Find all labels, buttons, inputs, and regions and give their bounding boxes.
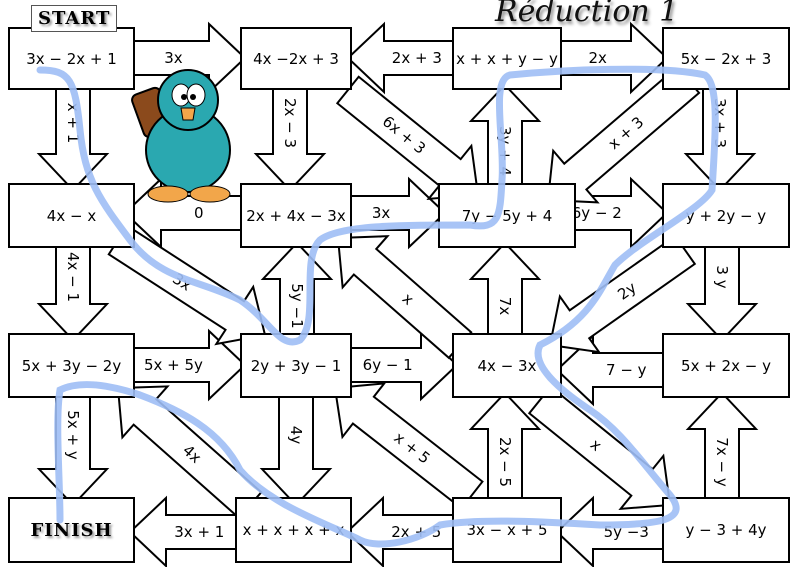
arrow-label: x + 1 <box>64 102 82 144</box>
expression-box: 5x + 3y − 2y <box>8 333 135 398</box>
arrow-label: 3x + 1 <box>174 523 225 541</box>
finish-label: FINISH <box>30 519 113 541</box>
arrow-label: 2x − 5 <box>496 436 514 487</box>
expression-box: 5x + 2x − y <box>662 333 790 398</box>
expression-box: 2y + 3y − 1 <box>240 333 352 398</box>
arrow-label: 5y −1 <box>288 283 306 330</box>
arrow-label: 6y − 1 <box>362 356 413 374</box>
expression-box: 4x −2x + 3 <box>240 27 352 90</box>
arrow-label: 7x − y <box>713 437 731 487</box>
arrow-label: 0 <box>194 204 204 222</box>
arrow-label: 6y − 2 <box>571 204 622 222</box>
arrow-label: 5y −3 <box>603 523 649 541</box>
arrow-label: 3x <box>371 204 391 222</box>
expression-box: y − 3 + 4y <box>662 497 790 563</box>
arrow-label: 7x <box>496 296 514 315</box>
arrow-label: 3x + 3 <box>711 97 729 148</box>
arrow-label: 2x − 3 <box>281 97 299 148</box>
start-label: START <box>31 5 118 32</box>
expression-box: 4x − 3x <box>452 333 562 398</box>
expression-box: 3x − 2x + 1 <box>8 27 135 90</box>
expression-box: 3x − x + 5 <box>452 497 562 563</box>
finish-box: FINISH <box>8 497 135 563</box>
worksheet-title: Réduction 1 <box>495 0 679 29</box>
expression-box: x + x + x + x <box>235 497 352 563</box>
expression-box: 7y − 5y + 4 <box>438 183 576 248</box>
arrow-label: 5x + y <box>64 410 82 460</box>
arrow-label: 2x <box>588 49 607 67</box>
arrow-label: 2x + 5 <box>391 523 442 541</box>
arrow-31 <box>527 385 672 511</box>
arrow-22 <box>685 242 759 342</box>
arrow-2 <box>556 21 669 95</box>
expression-box: 5x − 2x + 3 <box>662 27 790 90</box>
arrow-label: 7 − y <box>606 361 647 379</box>
arrow-label: 3 y <box>713 264 731 289</box>
arrow-label: 2x + 3 <box>391 49 442 67</box>
arrow-label: 3y + 4 <box>496 126 514 177</box>
expression-box: 4x − x <box>8 183 135 248</box>
arrow-label: 4y <box>287 425 305 445</box>
arrow-label: 5x + 5y <box>143 356 203 374</box>
arrow-17 <box>259 392 333 507</box>
arrow-19 <box>468 241 542 339</box>
expression-box: y + 2y − y <box>662 183 790 248</box>
arrow-0 <box>129 21 247 95</box>
expression-box: 2x + 4x − 3x <box>240 183 352 248</box>
arrow-label: 4x − 1 <box>64 251 82 302</box>
expression-box: x + x + y − y <box>452 27 562 90</box>
arrow-label: 3x <box>164 49 183 67</box>
